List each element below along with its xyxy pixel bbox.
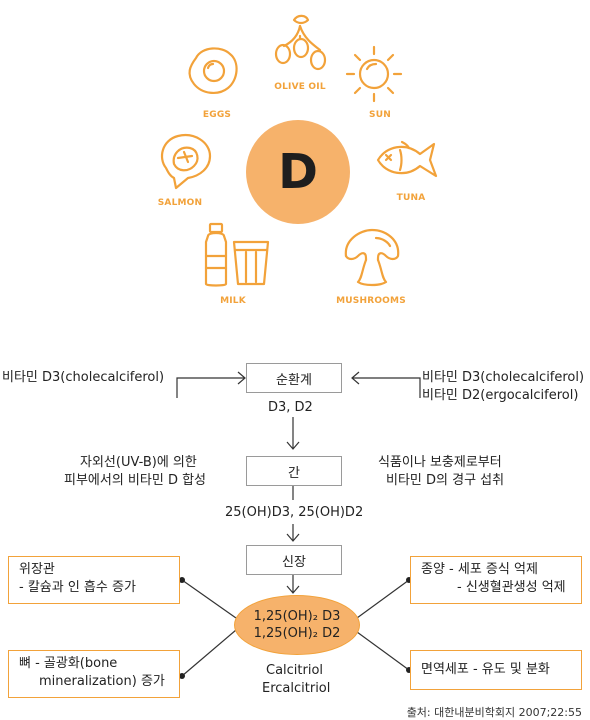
oral-intake-line2: 비타민 D의 경구 섭취 bbox=[386, 473, 505, 488]
effect-tumor-line2: - 신생혈관생성 억제 bbox=[457, 580, 566, 595]
calcitriol-label: Calcitriol bbox=[266, 663, 324, 678]
milk-icon bbox=[200, 222, 274, 290]
mushroom-icon bbox=[340, 226, 404, 288]
liver-output: 25(OH)D3, 25(OH)D2 bbox=[225, 505, 364, 520]
mushrooms-label: MUSHROOMS bbox=[336, 296, 406, 306]
oral-d3-label: 비타민 D3(cholecalciferol) bbox=[422, 370, 585, 385]
calcitriol-d2-formula: 1,25(OH)₂ D2 bbox=[253, 626, 341, 641]
vitamin-d-letter: D bbox=[278, 144, 318, 200]
eggs-label: EGGS bbox=[202, 110, 232, 120]
effect-immune-box: 면역세포 - 유도 및 분화 bbox=[410, 650, 582, 690]
effect-gi-box: 위장관 - 칼슘과 인 흡수 증가 bbox=[8, 556, 180, 604]
oral-d2-label: 비타민 D2(ergocalciferol) bbox=[422, 388, 579, 403]
liver-box: 간 bbox=[246, 456, 342, 486]
effect-bone-line2: mineralization) 증가 bbox=[39, 674, 165, 689]
circulation-box: 순환계 bbox=[246, 363, 342, 393]
effect-gi-title: 위장관 bbox=[19, 562, 55, 577]
source-citation: 출처: 대한내분비학회지 2007;22:55 bbox=[406, 706, 582, 719]
circulation-output: D3, D2 bbox=[268, 400, 313, 415]
olive-icon bbox=[270, 12, 330, 74]
liver-label: 간 bbox=[288, 465, 300, 481]
uvb-synthesis-line1: 자외선(UV-B)에 의한 bbox=[80, 455, 197, 470]
egg-icon bbox=[186, 44, 242, 98]
circulation-label: 순환계 bbox=[276, 372, 312, 388]
active-vitamin-d-ellipse: 1,25(OH)₂ D3 1,25(OH)₂ D2 bbox=[234, 595, 360, 655]
salmon-label: SALMON bbox=[157, 198, 203, 208]
effect-bone-line1: 뼈 - 골광화(bone bbox=[19, 656, 118, 671]
fish-icon bbox=[374, 138, 442, 182]
sun-label: SUN bbox=[369, 110, 391, 120]
calcitriol-d3-formula: 1,25(OH)₂ D3 bbox=[253, 609, 341, 624]
effect-tumor-line1: 종양 - 세포 증식 억제 bbox=[421, 562, 538, 577]
skin-d3-label: 비타민 D3(cholecalciferol) bbox=[2, 370, 165, 385]
ercalcitriol-label: Ercalcitriol bbox=[262, 681, 331, 696]
kidney-label: 신장 bbox=[282, 554, 306, 570]
vitamin-d-circle: D bbox=[246, 120, 350, 224]
uvb-synthesis-line2: 피부에서의 비타민 D 합성 bbox=[64, 473, 207, 488]
oral-intake-line1: 식품이나 보충제로부터 bbox=[378, 455, 502, 470]
tuna-label: TUNA bbox=[396, 193, 426, 203]
effect-bone-box: 뼈 - 골광화(bone mineralization) 증가 bbox=[8, 650, 180, 698]
olive-oil-label: OLIVE OIL bbox=[274, 82, 326, 92]
milk-label: MILK bbox=[220, 296, 246, 306]
salmon-icon bbox=[154, 128, 216, 192]
effect-tumor-box: 종양 - 세포 증식 억제 - 신생혈관생성 억제 bbox=[410, 556, 582, 604]
effect-immune-text: 면역세포 - 유도 및 분화 bbox=[421, 662, 550, 677]
sun-icon bbox=[343, 43, 405, 105]
effect-gi-detail: - 칼슘과 인 흡수 증가 bbox=[19, 580, 136, 595]
kidney-box: 신장 bbox=[246, 545, 342, 575]
